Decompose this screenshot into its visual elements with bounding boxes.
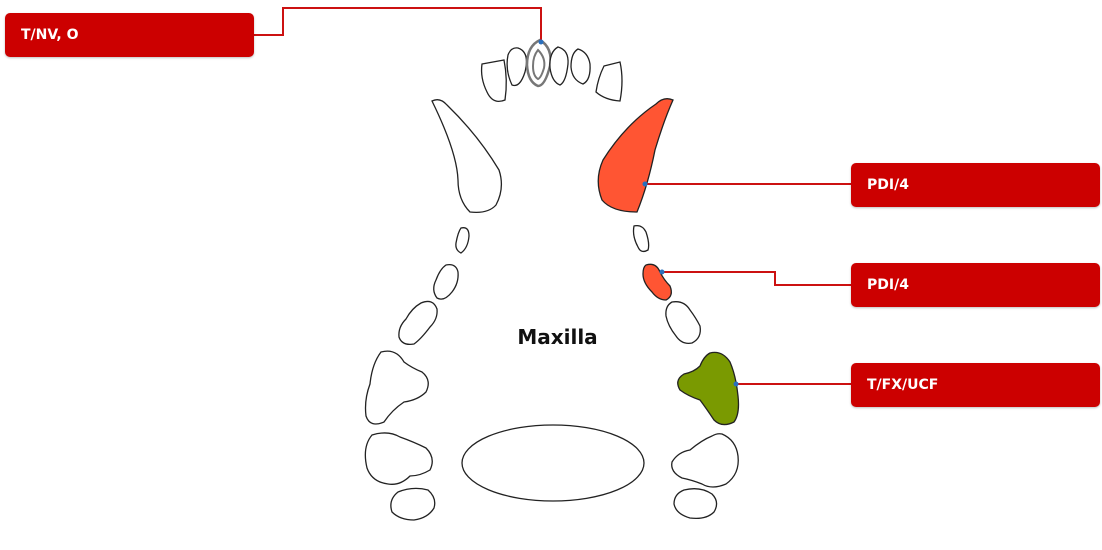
tooth-right-first-molar[interactable] <box>672 434 739 487</box>
tooth-right-second-incisor[interactable] <box>571 49 590 84</box>
tooth-right-canine[interactable] <box>598 99 673 212</box>
tooth-right-first-incisor[interactable] <box>550 47 568 85</box>
tooth-right-second-molar[interactable] <box>674 489 717 519</box>
tooth-left-third-incisor[interactable] <box>482 60 507 101</box>
annotation-text-incisor: T/NV, O <box>21 27 79 43</box>
annotation-text-carnassial: T/FX/UCF <box>867 377 938 393</box>
tooth-left-canine[interactable] <box>432 100 501 213</box>
tooth-left-fourth-premolar[interactable] <box>366 351 429 424</box>
anchor-dot-premolar <box>660 270 665 275</box>
tooth-left-second-incisor[interactable] <box>507 48 526 86</box>
tooth-right-fourth-premolar[interactable] <box>678 352 739 424</box>
tooth-right-third-incisor[interactable] <box>596 62 622 101</box>
annotation-text-canine: PDI/4 <box>867 177 909 193</box>
annotation-label-canine[interactable]: PDI/4 <box>851 163 1100 207</box>
connector-premolar <box>662 272 851 285</box>
anchor-dot-incisor <box>539 40 544 45</box>
diagram-title: Maxilla <box>500 325 615 349</box>
tooth-left-second-premolar[interactable] <box>434 265 458 300</box>
anchor-dot-carnassial <box>734 382 739 387</box>
annotation-text-premolar: PDI/4 <box>867 277 909 293</box>
tooth-left-first-molar[interactable] <box>365 433 432 484</box>
tooth-right-third-premolar[interactable] <box>666 302 700 344</box>
tooth-right-first-premolar[interactable] <box>634 226 649 252</box>
tooth-right-second-premolar[interactable] <box>643 264 671 300</box>
tooth-left-second-molar[interactable] <box>391 488 435 520</box>
palate-outline <box>462 425 644 501</box>
annotation-label-carnassial[interactable]: T/FX/UCF <box>851 363 1100 407</box>
annotation-label-premolar[interactable]: PDI/4 <box>851 263 1100 307</box>
annotation-label-incisor[interactable]: T/NV, O <box>5 13 254 57</box>
tooth-left-third-premolar[interactable] <box>399 301 437 344</box>
anchor-dot-canine <box>643 182 648 187</box>
tooth-left-first-premolar[interactable] <box>456 228 469 253</box>
connector-incisor <box>253 8 541 42</box>
